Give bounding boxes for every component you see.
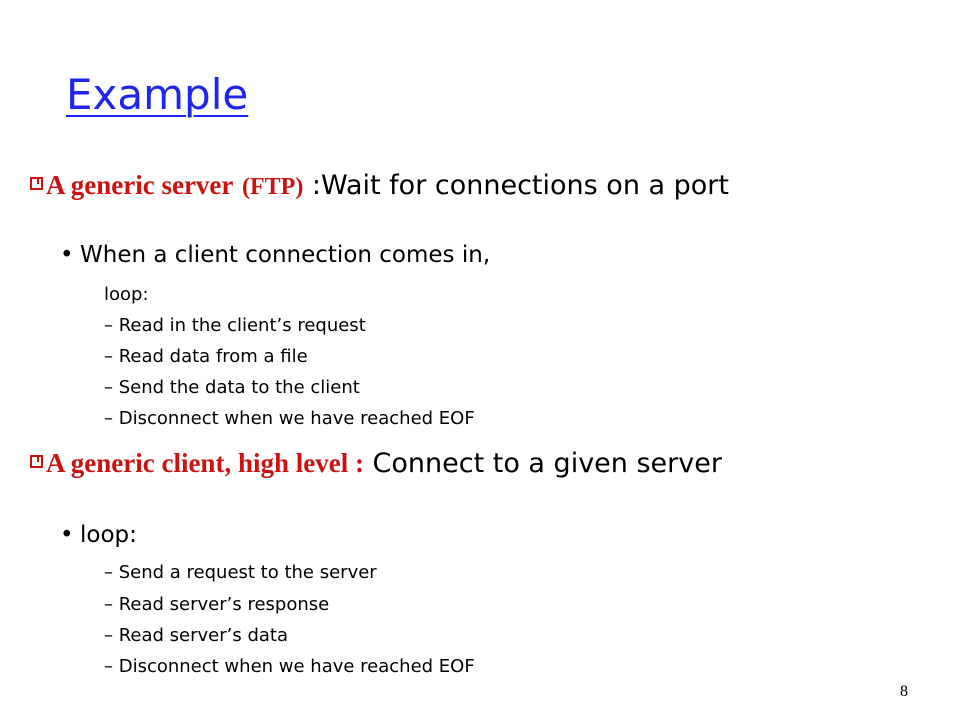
client-step: – Read server’s response (104, 594, 330, 615)
client-lead: A generic client, high level : (46, 448, 364, 478)
square-bullet-icon (30, 177, 43, 190)
bullet-server-text: A generic server (FTP) :Wait for connect… (46, 170, 906, 202)
slide-title: Example (66, 70, 249, 119)
server-step: – Send the data to the client (104, 377, 360, 398)
server-step: loop: (104, 284, 149, 305)
client-subbullet-text: loop: (80, 522, 137, 548)
dot-bullet-icon: • (60, 522, 74, 548)
server-rest: :Wait for connections on a port (303, 170, 729, 201)
client-step: – Read server’s data (104, 625, 289, 646)
server-lead: A generic server (46, 170, 234, 200)
server-step: – Read in the client’s request (104, 315, 366, 336)
dot-bullet-icon: • (60, 242, 74, 268)
server-step: – Disconnect when we have reached EOF (104, 408, 475, 429)
server-subbullet: •When a client connection comes in, (60, 242, 490, 268)
server-lead-paren: (FTP) (242, 174, 304, 200)
client-rest: Connect to a given server (363, 448, 722, 479)
client-subbullet: •loop: (60, 522, 137, 548)
bullet-client-text: A generic client, high level : Connect t… (46, 448, 906, 479)
client-step: – Send a request to the server (104, 562, 377, 583)
server-subbullet-text: When a client connection comes in, (80, 242, 491, 268)
client-step: – Disconnect when we have reached EOF (104, 656, 475, 677)
square-bullet-icon (30, 455, 43, 468)
server-step: – Read data from a file (104, 346, 308, 367)
page-number: 8 (900, 683, 908, 700)
